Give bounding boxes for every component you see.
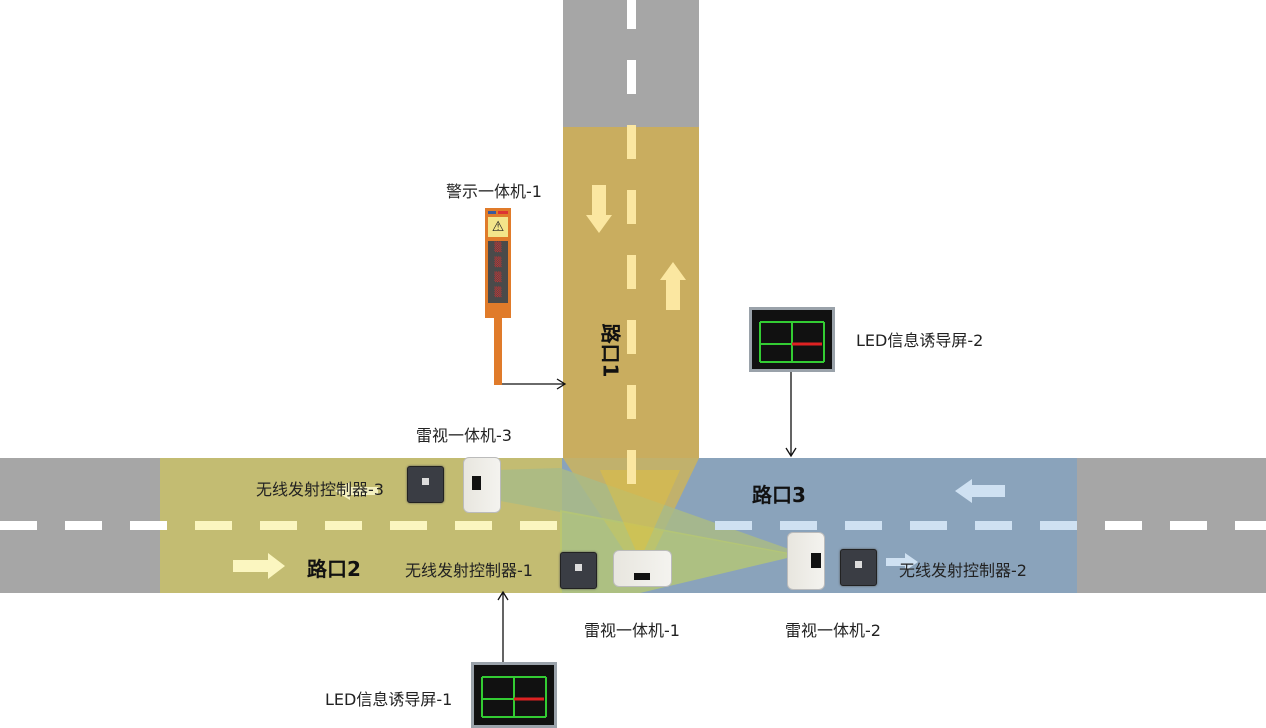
pointer-warning-1 [497,378,567,390]
arrow-down-icon [586,185,612,233]
lane-dash [390,521,427,530]
arrow-up-icon [660,262,686,310]
lane-dash [1235,521,1266,530]
lane-dash [130,521,167,530]
radar-unit-2-label: 雷视一体机-2 [785,621,881,640]
arrow-right-icon [886,553,918,571]
radar-unit-1 [613,550,672,587]
lane-dash [627,385,636,419]
lane-dashes [0,0,1266,530]
lane-dash [1170,521,1207,530]
lane-dash [627,320,636,354]
lane-dash [455,521,492,530]
warning-unit-1: ⚠ ▒▒▒▒ [485,208,511,385]
route-map-icon [759,321,825,363]
pointer-led-2 [785,372,797,458]
arrow-right-icon [233,553,285,579]
lane-dash [627,450,636,484]
arrow-left-icon [335,482,378,500]
radar-1-beam [600,470,680,560]
pointer-led-1 [497,590,509,662]
lane-dash [520,521,557,530]
route-map-icon [481,676,547,718]
radar-3-cone [495,468,820,560]
lane-dash [195,521,232,530]
controller-3-label: 无线发射控制器-3 [256,480,384,499]
lane-dash [1040,521,1077,530]
lane-dash [325,521,362,530]
radar-unit-2 [787,532,825,590]
radar-unit-3-label: 雷视一体机-3 [416,426,512,445]
led-screen-2 [749,307,835,372]
led-screen-2-label: LED信息诱导屏-2 [856,331,984,350]
controller-2-label: 无线发射控制器-2 [899,561,1027,580]
controller-2 [840,549,877,586]
road-label-3: 路口3 [752,483,806,507]
pointer-arrows [497,372,797,662]
lane-dash [975,521,1012,530]
lane-dash [627,0,636,29]
lane-dash [845,521,882,530]
lane-dash [627,190,636,224]
lane-dash [627,60,636,94]
controller-1-label: 无线发射控制器-1 [405,561,533,580]
radar-unit-3 [463,457,501,513]
lane-dash [0,521,37,530]
lane-dash [1105,521,1142,530]
arrow-left-icon [955,479,1005,503]
road-label-1: 路口1 [598,323,623,378]
lane-dash [627,125,636,159]
lane-dash [65,521,102,530]
warning-unit-1-label: 警示一体机-1 [446,182,542,201]
radar-unit-1-label: 雷视一体机-1 [584,621,680,640]
controller-3 [407,466,444,503]
lane-dash [910,521,947,530]
lane-dash [627,255,636,289]
warning-triangle-icon: ⚠ [488,217,508,237]
controller-1 [560,552,597,589]
lane-dash [260,521,297,530]
lane-dash [715,521,752,530]
led-screen-1 [471,662,557,728]
led-screen-1-label: LED信息诱导屏-1 [325,690,453,709]
road-label-2: 路口2 [307,557,361,581]
lane-dash [780,521,817,530]
